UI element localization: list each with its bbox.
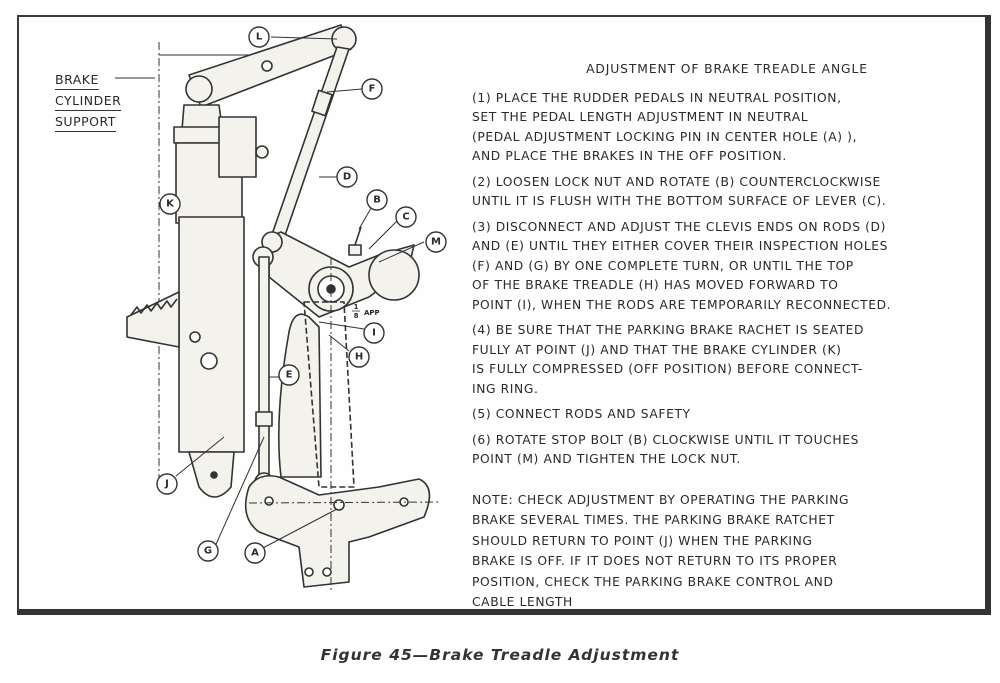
support-label-line: CYLINDER — [55, 91, 122, 111]
rod-d — [268, 46, 350, 248]
step-line: AND PLACE THE BRAKES IN THE OFF POSITION… — [472, 149, 787, 163]
clearance-annotation: 1 8 APP — [352, 303, 380, 320]
clearance-fraction-numerator: 1 — [354, 303, 359, 311]
callout-e — [278, 364, 300, 386]
step-line: AND (E) UNTIL THEY EITHER COVER THEIR IN… — [472, 239, 889, 253]
adjustment-note: NOTE: CHECK ADJUSTMENT BY OPERATING THE … — [472, 490, 982, 613]
callout-c-text: C — [402, 212, 409, 223]
step-line: (2) LOOSEN LOCK NUT AND ROTATE (B) COUNT… — [472, 174, 881, 189]
step-line: IS FULLY COMPRESSED (OFF POSITION) BEFOR… — [472, 362, 864, 376]
brake-cylinder — [178, 216, 245, 453]
callout-d — [336, 166, 358, 188]
step-line: (6) ROTATE STOP BOLT (B) CLOCKWISE UNTIL… — [472, 432, 859, 447]
pedal-base — [244, 474, 431, 588]
step-line: UNTIL IT IS FLUSH WITH THE BOTTOM SURFAC… — [472, 194, 887, 208]
step-line: FULLY AT POINT (J) AND THAT THE BRAKE CY… — [472, 342, 842, 357]
figure-frame: 1 8 APP — [17, 15, 991, 615]
step-line: ING RING. — [472, 381, 539, 396]
instructions-title: ADJUSTMENT OF BRAKE TREADLE ANGLE — [586, 62, 868, 76]
callout-f — [361, 78, 383, 100]
step-line: (5) CONNECT RODS AND SAFETY — [472, 407, 691, 421]
callout-m — [425, 231, 447, 253]
callout-k-text: K — [166, 199, 175, 210]
callout-l — [248, 26, 270, 48]
mechanism-drawing: 1 8 APP — [115, 24, 447, 592]
callout-g-text: G — [204, 546, 212, 557]
support-label-line: SUPPORT — [55, 112, 116, 132]
note-line: CABLE LENGTH — [472, 595, 573, 609]
figure-caption: Figure 45—Brake Treadle Adjustment — [320, 646, 680, 664]
callout-j — [156, 473, 178, 495]
step-5: (5) CONNECT RODS AND SAFETY — [472, 405, 982, 425]
clearance-fraction-denominator: 8 — [354, 312, 359, 320]
step-line: POINT (I), WHEN THE RODS ARE TEMPORARILY… — [472, 297, 892, 312]
callout-b-text: B — [373, 195, 381, 206]
callout-m-text: M — [431, 237, 441, 248]
brake-treadle-diagram: 1 8 APP — [19, 17, 489, 609]
step-4: (4) BE SURE THAT THE PARKING BRAKE RACHE… — [472, 321, 982, 399]
pivot-upper-left — [185, 75, 213, 103]
callout-b — [366, 189, 388, 211]
step-2: (2) LOOSEN LOCK NUT AND ROTATE (B) COUNT… — [472, 173, 982, 212]
brake-cylinder-support-label: BRAKE CYLINDER SUPPORT — [55, 70, 122, 133]
callout-h — [348, 346, 370, 368]
step-line: (3) DISCONNECT AND ADJUST THE CLEVIS END… — [472, 219, 886, 234]
step-3: (3) DISCONNECT AND ADJUST THE CLEVIS END… — [472, 218, 982, 316]
step-line: (F) AND (G) BY ONE COMPLETE TURN, OR UNT… — [472, 258, 854, 273]
step-6: (6) ROTATE STOP BOLT (B) CLOCKWISE UNTIL… — [472, 431, 982, 470]
callout-f-text: F — [369, 84, 376, 95]
callout-a — [244, 542, 266, 564]
note-line: BRAKE IS OFF. IF IT DOES NOT RETURN TO I… — [472, 554, 838, 568]
callout-i-text: I — [372, 328, 376, 339]
note-line: SHOULD RETURN TO POINT (J) WHEN THE PARK… — [472, 533, 813, 548]
callout-c — [395, 206, 417, 228]
support-label-line: BRAKE — [55, 70, 99, 90]
callout-g — [197, 540, 219, 562]
step-line: SET THE PEDAL LENGTH ADJUSTMENT IN NEUTR… — [472, 110, 809, 124]
callout-j-text: J — [164, 479, 169, 490]
callout-h-text: H — [355, 352, 363, 363]
brake-treadle — [277, 313, 322, 478]
note-line: NOTE: CHECK ADJUSTMENT BY OPERATING THE … — [472, 492, 850, 507]
stop-boss — [368, 249, 420, 301]
step-line: OF THE BRAKE TREADLE (H) HAS MOVED FORWA… — [472, 278, 839, 292]
callout-d-text: D — [343, 172, 351, 183]
callout-a-text: A — [251, 548, 259, 559]
note-line: BRAKE SEVERAL TIMES. THE PARKING BRAKE R… — [472, 513, 835, 527]
callout-k — [159, 193, 181, 215]
step-line: (PEDAL ADJUSTMENT LOCKING PIN IN CENTER … — [472, 129, 858, 144]
callout-e-text: E — [286, 370, 293, 381]
step-line: POINT (M) AND TIGHTEN THE LOCK NUT. — [472, 452, 741, 466]
callout-l-text: L — [256, 32, 263, 43]
adjustment-instructions: ADJUSTMENT OF BRAKE TREADLE ANGLE (1) PL… — [472, 60, 982, 613]
step-line: (1) PLACE THE RUDDER PEDALS IN NEUTRAL P… — [472, 90, 842, 105]
note-line: POSITION, CHECK THE PARKING BRAKE CONTRO… — [472, 574, 834, 589]
step-line: (4) BE SURE THAT THE PARKING BRAKE RACHE… — [472, 323, 865, 337]
callout-i — [363, 322, 385, 344]
clearance-note: APP — [364, 309, 380, 317]
step-1: (1) PLACE THE RUDDER PEDALS IN NEUTRAL P… — [472, 89, 982, 167]
